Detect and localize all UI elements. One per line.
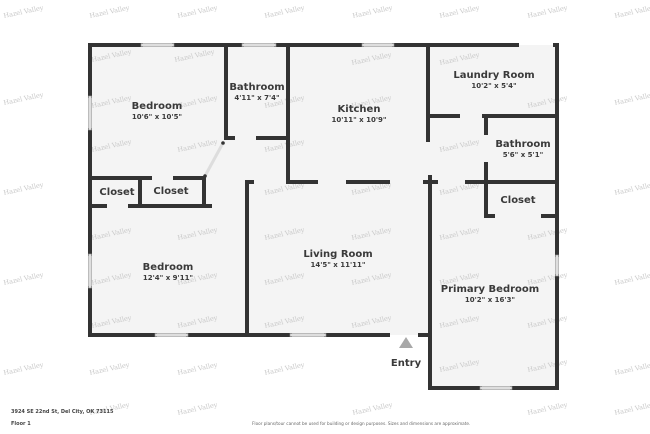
- svg-text:Hazel Valley: Hazel Valley: [614, 361, 650, 377]
- svg-text:Hazel Valley: Hazel Valley: [614, 401, 650, 417]
- room-bedroom-1: Bedroom 10'6" x 10'5": [132, 101, 183, 121]
- svg-text:Hazel Valley: Hazel Valley: [264, 4, 306, 20]
- entry-arrow-icon: [399, 337, 413, 348]
- svg-text:Bathroom: Bathroom: [495, 139, 550, 150]
- svg-text:Laundry Room: Laundry Room: [453, 70, 534, 81]
- svg-text:Hazel Valley: Hazel Valley: [3, 181, 45, 197]
- svg-text:Hazel Valley: Hazel Valley: [614, 91, 650, 107]
- room-bathroom-2: Bathroom 5'6" x 5'1": [495, 139, 550, 159]
- svg-text:Hazel Valley: Hazel Valley: [614, 271, 650, 287]
- svg-text:10'2" x 5'4": 10'2" x 5'4": [471, 82, 516, 90]
- svg-text:Entry: Entry: [391, 358, 422, 369]
- svg-text:Hazel Valley: Hazel Valley: [3, 4, 45, 20]
- svg-text:Hazel Valley: Hazel Valley: [264, 361, 306, 377]
- room-bathroom-1: Bathroom 4'11" x 7'4": [229, 82, 284, 102]
- room-living: Living Room 14'5" x 11'11": [303, 249, 372, 269]
- room-primary-bedroom: Primary Bedroom 10'2" x 16'3": [441, 284, 539, 304]
- windows: [88, 43, 559, 390]
- svg-text:Hazel Valley: Hazel Valley: [527, 4, 569, 20]
- svg-text:Hazel Valley: Hazel Valley: [614, 181, 650, 197]
- svg-text:Hazel Valley: Hazel Valley: [352, 401, 394, 417]
- svg-text:12'4" x 9'11": 12'4" x 9'11": [143, 274, 193, 282]
- svg-text:Hazel Valley: Hazel Valley: [177, 361, 219, 377]
- svg-text:5'6" x 5'1": 5'6" x 5'1": [503, 151, 543, 159]
- svg-text:Hazel Valley: Hazel Valley: [3, 91, 45, 107]
- room-closet-3: Closet: [500, 195, 535, 206]
- svg-text:4'11" x 7'4": 4'11" x 7'4": [234, 94, 279, 102]
- svg-text:Primary Bedroom: Primary Bedroom: [441, 284, 539, 295]
- svg-text:Hazel Valley: Hazel Valley: [177, 401, 219, 417]
- room-kitchen: Kitchen 10'11" x 10'9": [331, 104, 386, 124]
- svg-text:Living Room: Living Room: [303, 249, 372, 260]
- walls: [88, 43, 559, 390]
- svg-text:Hazel Valley: Hazel Valley: [527, 401, 569, 417]
- address-text: 3924 SE 22nd St, Del City, OK 73115: [11, 409, 114, 415]
- svg-text:Closet: Closet: [99, 187, 134, 198]
- svg-text:Hazel Valley: Hazel Valley: [3, 361, 45, 377]
- svg-text:Bathroom: Bathroom: [229, 82, 284, 93]
- svg-text:10'11" x 10'9": 10'11" x 10'9": [331, 116, 386, 124]
- diagonal-door: [203, 141, 225, 178]
- svg-text:Hazel Valley: Hazel Valley: [89, 4, 131, 20]
- room-closet-2: Closet: [153, 186, 188, 197]
- room-labels: Bedroom 10'6" x 10'5" Bathroom 4'11" x 7…: [99, 70, 550, 304]
- svg-text:Closet: Closet: [153, 186, 188, 197]
- disclaimer-text: Floor plans/tour cannot be used for buil…: [252, 421, 471, 426]
- floor-label: Floor 1: [11, 421, 31, 427]
- room-closet-1: Closet: [99, 187, 134, 198]
- svg-text:10'6" x 10'5": 10'6" x 10'5": [132, 113, 182, 121]
- svg-text:Kitchen: Kitchen: [338, 104, 381, 115]
- svg-text:Hazel Valley: Hazel Valley: [3, 271, 45, 287]
- svg-text:Hazel Valley: Hazel Valley: [614, 4, 650, 20]
- svg-text:Hazel Valley: Hazel Valley: [177, 4, 219, 20]
- svg-text:Hazel Valley: Hazel Valley: [439, 4, 481, 20]
- svg-text:Hazel Valley: Hazel Valley: [352, 4, 394, 20]
- svg-text:10'2" x 16'3": 10'2" x 16'3": [465, 296, 515, 304]
- svg-text:14'5" x 11'11": 14'5" x 11'11": [310, 261, 365, 269]
- room-bedroom-2: Bedroom 12'4" x 9'11": [143, 262, 194, 282]
- svg-text:Closet: Closet: [500, 195, 535, 206]
- entry-marker: Entry: [391, 337, 422, 369]
- room-laundry: Laundry Room 10'2" x 5'4": [453, 70, 534, 90]
- svg-text:Bedroom: Bedroom: [143, 262, 194, 273]
- svg-text:Bedroom: Bedroom: [132, 101, 183, 112]
- svg-text:Hazel Valley: Hazel Valley: [89, 361, 131, 377]
